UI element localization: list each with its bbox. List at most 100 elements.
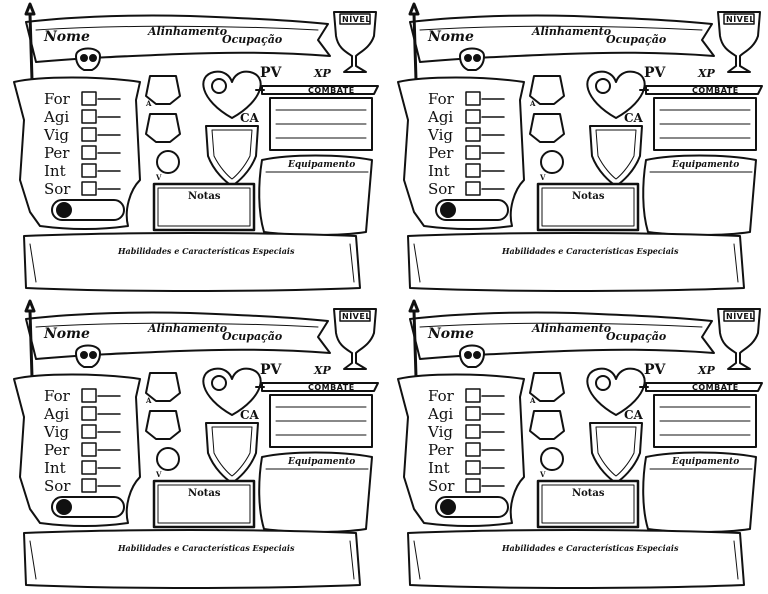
attr-agi: Agi xyxy=(44,405,70,423)
equipment-label: Equipamento xyxy=(672,457,740,467)
attr-vig: Vig xyxy=(428,423,453,441)
combat-sword xyxy=(639,85,763,95)
notes-box xyxy=(536,182,640,232)
abilities-scroll xyxy=(23,232,361,292)
shield-icon xyxy=(156,447,180,471)
armor-icon xyxy=(145,372,181,402)
abilities-scroll xyxy=(407,232,745,292)
armor-icon-2 xyxy=(145,113,181,143)
ca-label: CA xyxy=(624,111,643,125)
attr-vig: Vig xyxy=(428,126,453,144)
slot-v: V xyxy=(156,173,162,182)
notes-box xyxy=(152,479,256,529)
sheet-artwork xyxy=(13,2,379,292)
combat-label: COMBATE xyxy=(692,86,739,95)
attribute-scroll xyxy=(397,373,525,527)
level-label: NÍVEL xyxy=(726,312,755,321)
attr-per: Per xyxy=(428,144,454,162)
level-trophy xyxy=(333,308,377,370)
pv-label: PV xyxy=(260,362,282,378)
pv-label: PV xyxy=(644,362,666,378)
name-label: Nome xyxy=(428,29,474,45)
alignment-label: Alinhamento xyxy=(148,25,228,38)
notes-label: Notas xyxy=(572,191,605,202)
abilities-label: Habilidades e Características Especiais xyxy=(118,543,295,553)
armor-icon-2 xyxy=(145,410,181,440)
armor-icon-2 xyxy=(529,410,565,440)
name-label: Nome xyxy=(44,326,90,342)
notes-label: Notas xyxy=(188,488,221,499)
heart-frame xyxy=(586,70,646,119)
name-label: Nome xyxy=(428,326,474,342)
character-sheet: Nome Alinhamento Ocupação NÍVEL PV XP CO… xyxy=(384,0,768,297)
heart-frame xyxy=(586,367,646,416)
ca-label: CA xyxy=(624,408,643,422)
equipment-label: Equipamento xyxy=(288,457,356,467)
occupation-label: Ocupação xyxy=(606,330,667,343)
slot-v: V xyxy=(540,470,546,479)
level-label: NÍVEL xyxy=(342,312,371,321)
occupation-label: Ocupação xyxy=(222,330,283,343)
armor-icon xyxy=(529,372,565,402)
notes-box xyxy=(152,182,256,232)
attr-int: Int xyxy=(44,459,66,477)
skull-icon xyxy=(75,47,101,71)
staff xyxy=(24,2,36,82)
attr-agi: Agi xyxy=(44,108,70,126)
heart-frame xyxy=(202,367,262,416)
level-trophy xyxy=(717,11,761,73)
equipment-label: Equipamento xyxy=(288,160,356,170)
combat-sword xyxy=(639,382,763,392)
level-trophy xyxy=(717,308,761,370)
xp-label: XP xyxy=(698,364,715,377)
slot-v: V xyxy=(540,173,546,182)
combat-sword xyxy=(255,382,379,392)
attribute-scroll xyxy=(397,76,525,230)
notes-label: Notas xyxy=(572,488,605,499)
pv-label: PV xyxy=(260,65,282,81)
ca-label: CA xyxy=(240,408,259,422)
combat-label: COMBATE xyxy=(308,86,355,95)
attr-for: For xyxy=(428,387,454,405)
attr-per: Per xyxy=(44,144,70,162)
slot-a: A xyxy=(530,396,536,405)
character-sheet: Nome Alinhamento Ocupação NÍVEL PV XP CO… xyxy=(0,0,384,297)
name-label: Nome xyxy=(44,29,90,45)
skull-icon xyxy=(459,344,485,368)
alignment-label: Alinhamento xyxy=(532,25,612,38)
xp-label: XP xyxy=(698,67,715,80)
attr-vig: Vig xyxy=(44,423,69,441)
attr-sor: Sor xyxy=(428,477,455,495)
abilities-label: Habilidades e Características Especiais xyxy=(502,543,679,553)
armor-icon xyxy=(529,75,565,105)
attr-sor: Sor xyxy=(44,477,71,495)
xp-label: XP xyxy=(314,364,331,377)
occupation-label: Ocupação xyxy=(606,33,667,46)
sheet-artwork xyxy=(13,299,379,589)
attr-for: For xyxy=(44,387,70,405)
pv-label: PV xyxy=(644,65,666,81)
character-sheet: Nome Alinhamento Ocupação NÍVEL PV XP CO… xyxy=(0,297,384,594)
notes-label: Notas xyxy=(188,191,221,202)
abilities-label: Habilidades e Características Especiais xyxy=(502,246,679,256)
attr-for: For xyxy=(428,90,454,108)
attribute-scroll xyxy=(13,76,141,230)
sheet-artwork xyxy=(397,299,763,589)
armor-icon-2 xyxy=(529,113,565,143)
ca-label: CA xyxy=(240,111,259,125)
level-label: NÍVEL xyxy=(342,15,371,24)
shield-icon xyxy=(540,447,564,471)
attr-sor: Sor xyxy=(44,180,71,198)
level-label: NÍVEL xyxy=(726,15,755,24)
abilities-scroll xyxy=(407,529,745,589)
combat-label: COMBATE xyxy=(308,383,355,392)
attribute-scroll xyxy=(13,373,141,527)
combat-label: COMBATE xyxy=(692,383,739,392)
attr-int: Int xyxy=(428,162,450,180)
shield-icon xyxy=(156,150,180,174)
abilities-label: Habilidades e Características Especiais xyxy=(118,246,295,256)
slot-a: A xyxy=(530,99,536,108)
staff xyxy=(408,2,420,82)
slot-a: A xyxy=(146,396,152,405)
armor-icon xyxy=(145,75,181,105)
